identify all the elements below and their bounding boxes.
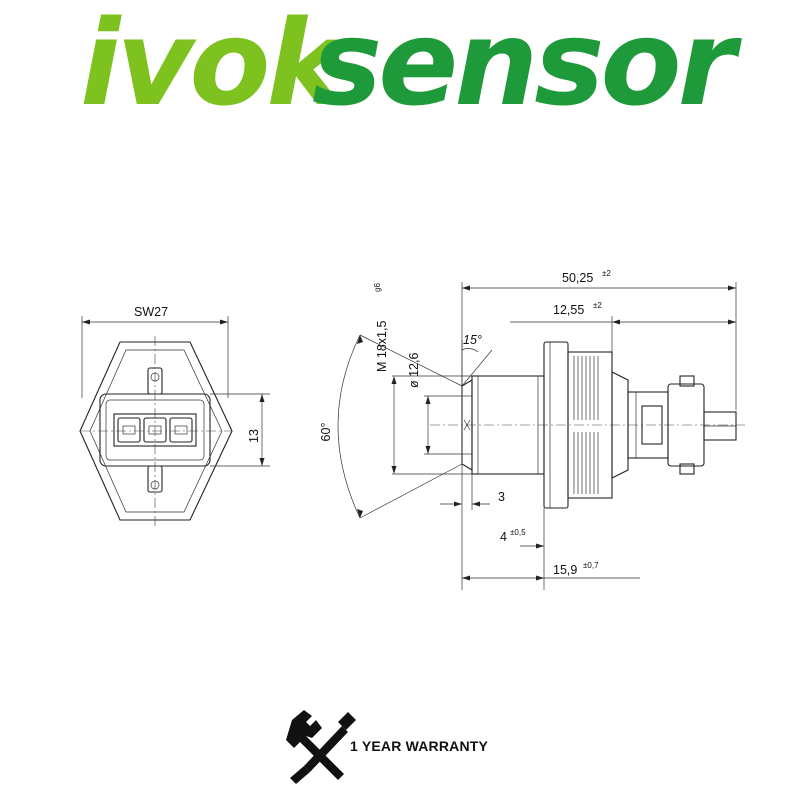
tip-length-label: 3 <box>498 490 505 504</box>
seat-angle-label: 60° <box>319 423 333 442</box>
side-view: 50,25 ±2 12,55 ±2 M 18x1,5 g6 ø 12,6 15° <box>319 269 745 590</box>
thread-length-tolerance: ±0,5 <box>510 528 526 537</box>
connector-height-label: 13 <box>247 429 261 443</box>
connector-pins <box>117 417 193 443</box>
seat-angle-arc <box>337 334 361 519</box>
flange-length-label: 15,9 <box>553 563 577 577</box>
thread-length-label: 4 <box>500 530 507 544</box>
logo-text-sensor: sensor <box>312 0 743 120</box>
brand-logo: ivok sensor <box>80 0 747 120</box>
warranty-badge <box>286 710 356 784</box>
connector-length-tolerance: ±2 <box>593 301 602 310</box>
grip-hatching <box>573 356 599 494</box>
front-view: SW27 13 <box>79 305 270 528</box>
cone-angle-label: 15° <box>463 333 482 347</box>
warranty-text: 1 YEAR WARRANTY <box>350 738 489 754</box>
diameter-label: ø 12,6 <box>407 353 421 388</box>
overall-length-label: 50,25 <box>562 271 593 285</box>
hex-width-label: SW27 <box>134 305 168 319</box>
wrench-screwdriver-icon <box>286 710 356 784</box>
logo-text-ivok: ivok <box>80 0 351 120</box>
flange-length-tolerance: ±0,7 <box>583 561 599 570</box>
thread-tolerance: g6 <box>373 283 382 292</box>
overall-length-tolerance: ±2 <box>602 269 611 278</box>
connector-length-label: 12,55 <box>553 303 584 317</box>
